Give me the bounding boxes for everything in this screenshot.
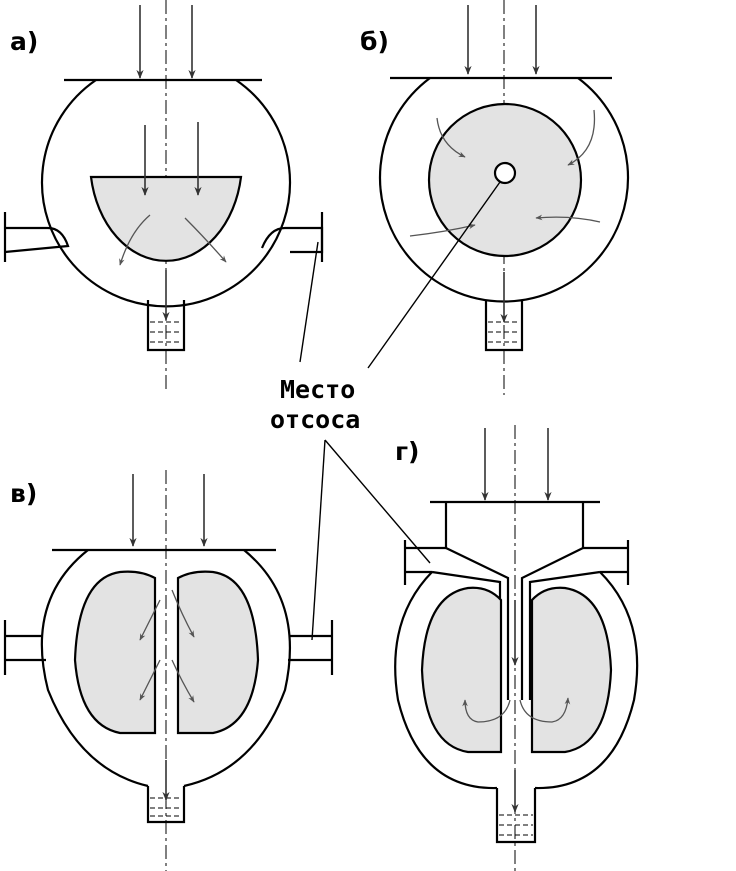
panel-g-housing-right xyxy=(534,571,639,790)
panel-v-label: в) xyxy=(10,479,37,508)
panel-a: а) xyxy=(3,0,324,390)
panel-a-left-nozzle xyxy=(4,226,70,254)
panel-a-flow-line xyxy=(119,214,151,266)
panel-v: в) xyxy=(3,470,334,871)
panel-g-left-lobe xyxy=(420,586,503,754)
panel-g-flow-line xyxy=(519,697,571,723)
panel-g-drain-cup xyxy=(495,788,537,844)
panel-a-flow-line xyxy=(184,217,227,263)
panel-v-flow-line xyxy=(171,589,195,638)
panel-b-flow-line xyxy=(535,214,601,223)
panel-v-left-nozzle xyxy=(5,634,46,662)
panel-a-drain-cup xyxy=(146,300,186,352)
panel-g-right-nozzle xyxy=(583,546,628,574)
panel-v-flow-line xyxy=(171,659,195,703)
panel-b-drain-cup xyxy=(484,300,524,352)
callout-line-2: отсоса xyxy=(270,405,360,434)
panel-a-inner-bowl xyxy=(89,175,243,262)
panel-a-label: а) xyxy=(10,27,38,56)
leader-to-panel-a xyxy=(299,241,319,363)
panel-b-label: б) xyxy=(360,27,389,56)
panel-g-flow-line xyxy=(462,699,511,723)
panel-v-flow-line xyxy=(139,599,161,641)
callout: Место отсоса xyxy=(270,181,501,641)
panel-v-housing-left xyxy=(40,549,149,788)
panel-g-housing-left xyxy=(394,571,498,790)
panel-v-right-nozzle xyxy=(288,634,332,662)
panel-a-right-nozzle xyxy=(260,226,324,254)
panel-g-label: г) xyxy=(395,437,420,466)
panel-b-flow-line xyxy=(436,117,466,158)
panel-b-suction-hole xyxy=(493,161,517,185)
leader-to-panel-v xyxy=(311,439,326,641)
panel-g: г) xyxy=(394,425,639,871)
leader-to-panel-g xyxy=(324,439,431,564)
panel-b-flow-line xyxy=(567,109,596,166)
panel-g-central-tube xyxy=(445,547,584,700)
panel-g-right-lobe xyxy=(530,586,613,754)
panel-v-right-lobe xyxy=(176,570,260,735)
panel-v-left-lobe xyxy=(73,570,157,735)
panel-v-flow-line xyxy=(139,659,161,701)
panel-v-drain-cup xyxy=(146,786,186,824)
leader-to-panel-b xyxy=(367,181,501,369)
panel-v-housing-right xyxy=(183,549,292,788)
panel-b: б) xyxy=(360,0,630,395)
panel-g-hopper xyxy=(430,500,600,548)
callout-line-1: Место xyxy=(280,375,355,404)
panel-g-left-nozzle xyxy=(405,546,446,574)
